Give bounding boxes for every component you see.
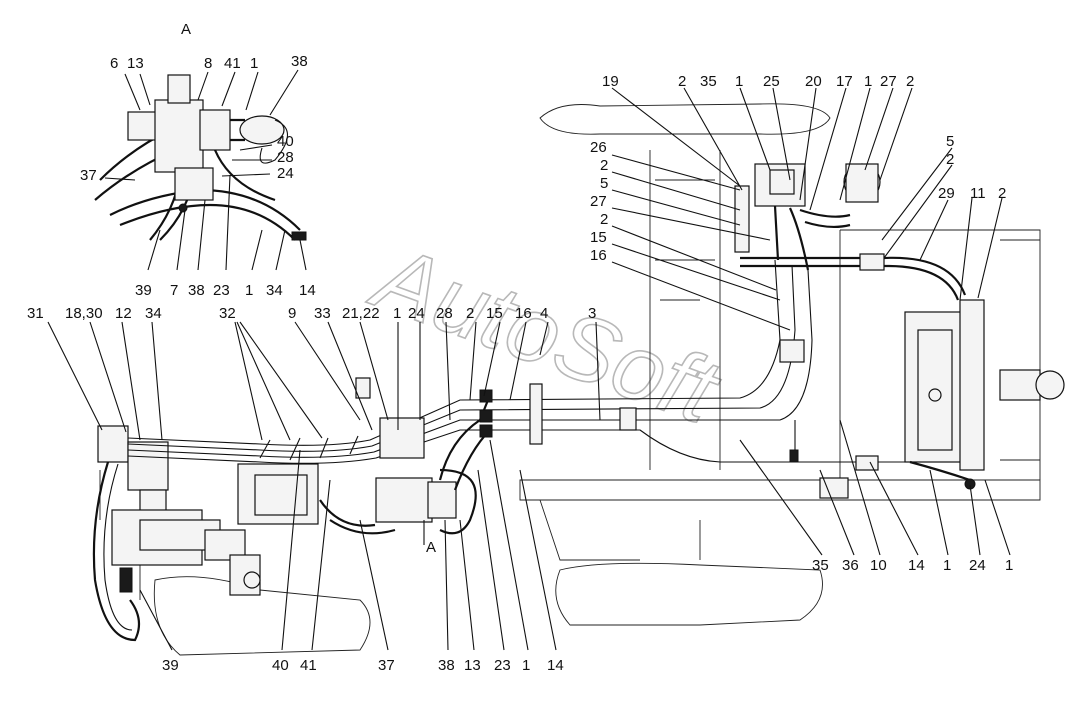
callout: 24 <box>408 305 425 322</box>
callout: 17 <box>836 73 853 90</box>
callout: 7 <box>170 282 178 299</box>
callout: 39 <box>162 657 179 674</box>
callout: 36 <box>842 557 859 574</box>
callout: 2 <box>600 157 608 174</box>
callout: 21,22 <box>342 305 380 322</box>
callout: 9 <box>288 305 296 322</box>
callout: 10 <box>870 557 887 574</box>
view-label: A <box>181 21 191 38</box>
callout: 34 <box>145 305 162 322</box>
callout: 2 <box>946 151 954 168</box>
callout: 14 <box>547 657 564 674</box>
callout: 15 <box>590 229 607 246</box>
callout: 1 <box>250 55 258 72</box>
callout: 27 <box>880 73 897 90</box>
callout: 41 <box>300 657 317 674</box>
callout: 24 <box>969 557 986 574</box>
callout: 23 <box>494 657 511 674</box>
callout: 2 <box>466 305 474 322</box>
callout-labels: A 6 13 8 41 1 38 40 28 24 37 39 7 38 23 … <box>27 21 1013 674</box>
callout: 1 <box>245 282 253 299</box>
callout: 12 <box>115 305 132 322</box>
callout: 32 <box>219 305 236 322</box>
callout: 1 <box>735 73 743 90</box>
inset-view-a <box>94 74 307 241</box>
callout: 1 <box>943 557 951 574</box>
callout: 35 <box>812 557 829 574</box>
callout: 38 <box>291 53 308 70</box>
callout: 2 <box>600 211 608 228</box>
callout: 4 <box>540 305 548 322</box>
callout: 3 <box>588 305 596 322</box>
callout: 18,30 <box>65 305 103 322</box>
callout: 1 <box>864 73 872 90</box>
callout: 41 <box>224 55 241 72</box>
section-marker: A <box>426 539 436 556</box>
callout: 26 <box>590 139 607 156</box>
callout: 37 <box>80 167 97 184</box>
callout: 5 <box>946 133 954 150</box>
callout: 28 <box>277 149 294 166</box>
callout: 39 <box>135 282 152 299</box>
callout: 40 <box>277 133 294 150</box>
callout: 28 <box>436 305 453 322</box>
callout: 2 <box>998 185 1006 202</box>
callout: 11 <box>970 185 986 202</box>
callout: 34 <box>266 282 283 299</box>
callout: 6 <box>110 55 118 72</box>
callout: 38 <box>188 282 205 299</box>
callout: 29 <box>938 185 955 202</box>
callout: 24 <box>277 165 294 182</box>
callout: 16 <box>515 305 532 322</box>
callout: 40 <box>272 657 289 674</box>
callout: 8 <box>204 55 212 72</box>
leader-lines <box>47 69 1011 651</box>
callout: 14 <box>908 557 925 574</box>
callout: 27 <box>590 193 607 210</box>
callout: 1 <box>393 305 401 322</box>
callout: 31 <box>27 305 44 322</box>
right-assembly <box>734 163 1065 499</box>
callout: 1 <box>1005 557 1013 574</box>
callout: 13 <box>127 55 144 72</box>
callout: 15 <box>486 305 503 322</box>
callout: 1 <box>522 657 530 674</box>
callout: 2 <box>678 73 686 90</box>
callout: 20 <box>805 73 822 90</box>
callout: 37 <box>378 657 395 674</box>
callout: 38 <box>438 657 455 674</box>
callout: 23 <box>213 282 230 299</box>
callout: 16 <box>590 247 607 264</box>
callout: 35 <box>700 73 717 90</box>
callout: 25 <box>763 73 780 90</box>
main-left-assembly <box>92 259 980 642</box>
callout: 13 <box>464 657 481 674</box>
callout: 2 <box>906 73 914 90</box>
callout: 19 <box>602 73 619 90</box>
callout: 33 <box>314 305 331 322</box>
callout: 5 <box>600 175 608 192</box>
callout: 14 <box>299 282 316 299</box>
